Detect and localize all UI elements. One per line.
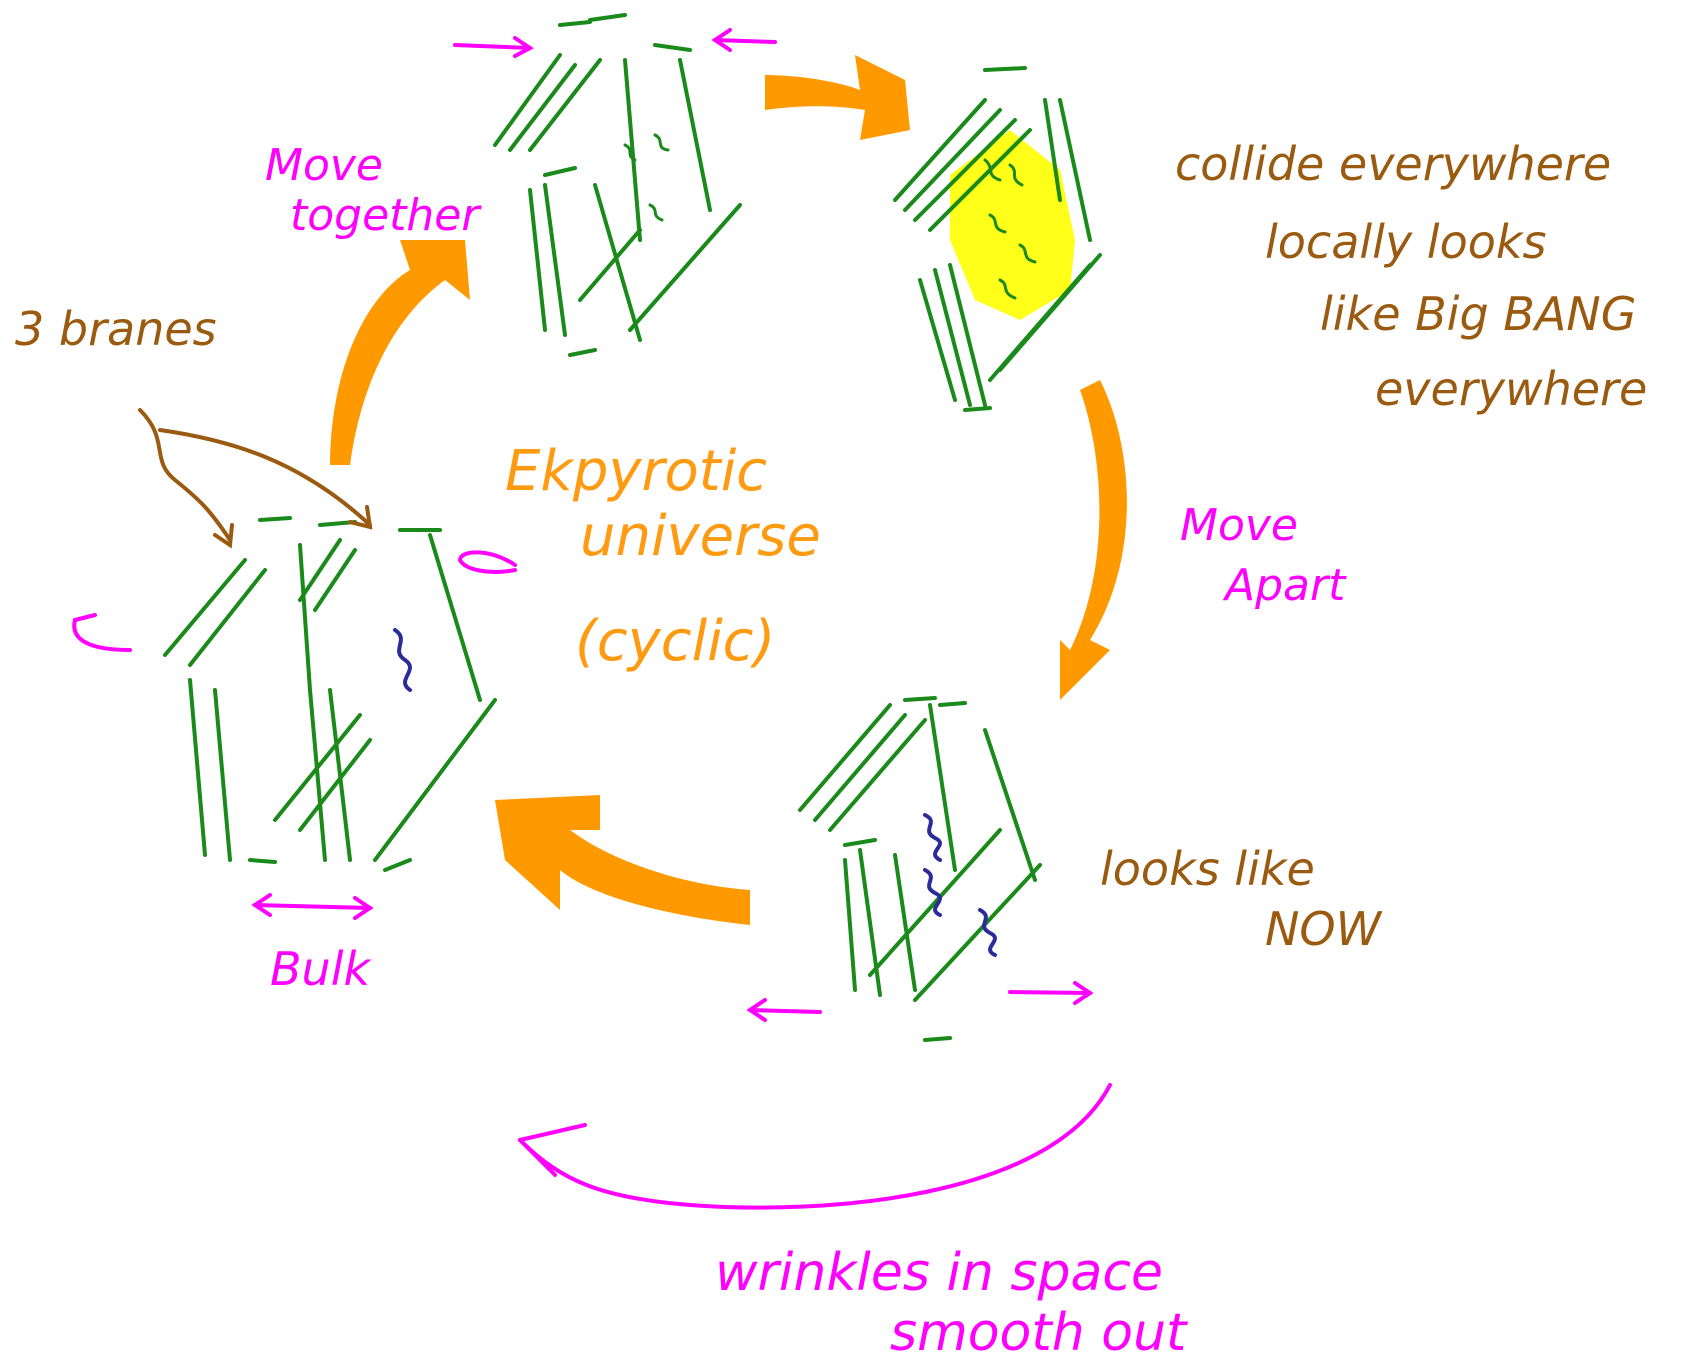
motion-arrows	[72, 28, 1112, 1210]
label-wrinkles-1: wrinkles in space	[715, 1243, 1163, 1303]
arrow-left	[330, 240, 470, 465]
label-move-apart-1: Move	[1180, 500, 1298, 551]
label-move-together-1: Move	[265, 140, 383, 191]
label-move-together-2: together	[290, 190, 482, 241]
diagram-subtitle: (cyclic)	[575, 609, 775, 674]
label-3-branes: 3 branes	[15, 302, 217, 356]
arrow-top	[765, 55, 910, 140]
brane-stack-now	[798, 696, 1042, 1042]
diagram-title-line2: universe	[580, 504, 821, 569]
arrow-bottom	[495, 795, 750, 925]
label-collide-1: collide everywhere	[1175, 137, 1611, 191]
collision-highlight	[950, 130, 1075, 320]
label-collide-2: locally looks	[1265, 215, 1546, 269]
arrow-right	[1060, 380, 1127, 700]
brane-stack-collision	[893, 66, 1102, 412]
cycle-arrows	[330, 55, 1127, 925]
label-collide-4: everywhere	[1375, 362, 1647, 416]
brane-pointers	[138, 408, 373, 549]
label-bulk: Bulk	[270, 942, 372, 996]
brane-stack-move-together	[493, 13, 742, 357]
label-now-2: NOW	[1265, 902, 1383, 956]
brane-stack-three-branes	[163, 516, 497, 872]
smoothing-arc	[518, 1083, 1112, 1210]
label-wrinkles-2: smooth out	[890, 1303, 1188, 1363]
label-now-1: looks like	[1100, 842, 1315, 896]
label-move-apart-2: Apart	[1222, 560, 1347, 611]
label-collide-3: like Big BANG	[1320, 287, 1636, 341]
diagram-title-line1: Ekpyrotic	[505, 439, 767, 504]
